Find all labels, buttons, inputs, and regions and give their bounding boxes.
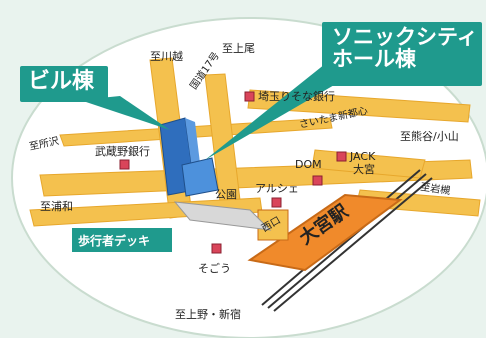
pedestrian-deck-callout: 歩行者デッキ [72, 228, 172, 252]
label-koen: 公園 [215, 188, 237, 201]
label-to-urawa: 至浦和 [40, 200, 73, 213]
label-sogo: そごう [198, 261, 231, 275]
sonic-pointer [205, 60, 360, 160]
rail-line-2 [267, 173, 427, 309]
sonic-line2: ホール棟 [332, 47, 416, 72]
sonic-city-buildings [159, 117, 219, 197]
marker-resona [244, 91, 255, 102]
sonic-line1: ソニックシティ [332, 25, 478, 49]
label-to-ueno: 至上野・新宿 [175, 307, 241, 321]
bill-pointer [80, 96, 170, 130]
label-musashino: 武蔵野銀行 [95, 144, 150, 158]
marker-jack [336, 151, 347, 162]
label-to-kamio: 至上尾 [222, 42, 255, 55]
hall-building [181, 157, 219, 197]
marker-arche [271, 197, 282, 208]
label-arche: アルシェ [255, 182, 299, 195]
label-to-iwatsuki: 至岩槻 [420, 180, 452, 197]
label-dom: DOM [295, 158, 322, 171]
landmark-markers [119, 91, 347, 254]
bill-tower-callout: ビル棟 [20, 66, 108, 102]
sonic-city-hall-callout: ソニックシティ ホール棟 [322, 22, 482, 86]
label-to-kawagoe: 至川越 [150, 49, 183, 63]
marker-dom [312, 175, 323, 186]
label-jack: JACK [349, 150, 376, 163]
marker-sogo [211, 243, 222, 254]
label-to-kumagaya: 至熊谷/小山 [400, 129, 459, 143]
pedestrian-deck [173, 201, 272, 231]
label-omiya-small: 大宮 [353, 162, 375, 176]
omiya-station-building [247, 193, 403, 272]
rail-line-3 [273, 177, 433, 312]
marker-musashino [119, 159, 130, 170]
label-saitama-resona: 埼玉りそな銀行 [258, 89, 335, 103]
